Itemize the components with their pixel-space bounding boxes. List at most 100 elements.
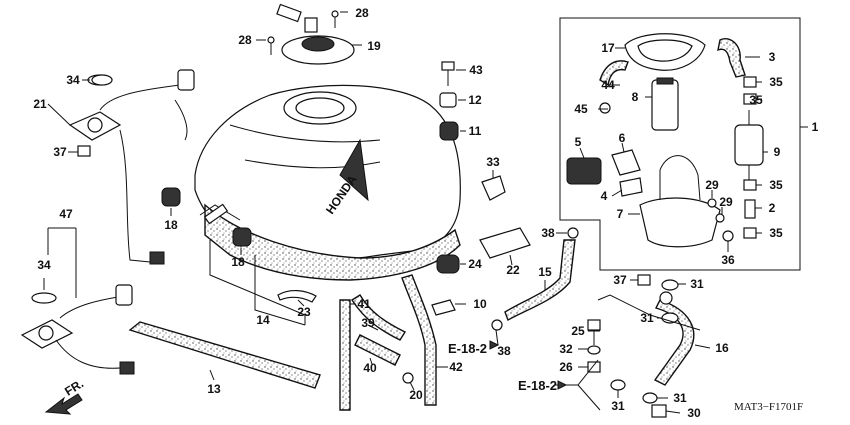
callout-45: 45	[574, 102, 588, 116]
callout-25: 25	[571, 324, 585, 338]
callout-18b: 18	[231, 255, 245, 269]
callout-31a: 31	[690, 277, 704, 291]
diagram-code: MAT3−F1701F	[734, 401, 803, 413]
callout-41: 41	[357, 297, 371, 311]
callout-30: 30	[687, 406, 701, 420]
callout-9: 9	[774, 145, 781, 159]
clip-38b	[491, 319, 503, 331]
callout-10: 10	[473, 297, 487, 311]
callout-29a: 29	[705, 178, 719, 192]
callout-13: 13	[207, 382, 221, 396]
callout-35b: 35	[749, 93, 763, 107]
callout-24: 24	[468, 257, 482, 271]
callout-42: 42	[449, 360, 463, 374]
callout-34a: 34	[66, 73, 80, 87]
callout-4: 4	[601, 189, 608, 203]
washer-31c	[610, 379, 626, 391]
callout-23: 23	[297, 305, 311, 319]
direction-label: FR.	[62, 376, 86, 398]
gasket-34a	[91, 74, 113, 86]
callout-3: 3	[769, 50, 776, 64]
fuel-hose-16	[653, 291, 695, 386]
fuel-sender-47	[20, 284, 135, 375]
callout-40: 40	[363, 361, 377, 375]
callout-43: 43	[469, 63, 483, 77]
washer-31a	[661, 279, 679, 291]
nut-37a	[77, 145, 91, 157]
callout-5: 5	[575, 135, 582, 149]
callout-35a: 35	[769, 75, 783, 89]
reference-labels: E-18-2 E-18-2 MAT3−F1701F	[448, 340, 803, 413]
fuel-tank: HONDA	[194, 84, 461, 281]
tube-41	[339, 299, 351, 411]
callout-31b: 31	[640, 311, 654, 325]
callout-47: 47	[59, 207, 73, 221]
bolt-25	[587, 319, 601, 345]
tube-40	[354, 334, 401, 366]
clip-38a	[567, 227, 579, 239]
grommet-18a	[161, 187, 181, 207]
nut-37b	[637, 274, 651, 286]
callout-32: 32	[559, 342, 573, 356]
reference-e-18-2-lower: E-18-2	[518, 378, 557, 393]
callout-39: 39	[361, 316, 375, 330]
callout-2: 2	[769, 201, 776, 215]
callout-29b: 29	[719, 195, 733, 209]
callout-15: 15	[538, 265, 552, 279]
callout-8: 8	[632, 90, 639, 104]
collar-12	[439, 92, 457, 108]
callout-36: 36	[721, 253, 735, 267]
callout-21: 21	[33, 97, 47, 111]
fuel-cap	[267, 3, 355, 65]
grommet-18b	[232, 227, 252, 247]
grommet-11	[439, 121, 459, 141]
clip-33	[481, 175, 506, 201]
washer-31d	[642, 392, 658, 404]
washer-32	[587, 345, 601, 355]
tube-15	[504, 239, 576, 322]
callout-16: 16	[715, 341, 729, 355]
tube-39	[351, 294, 407, 341]
seal-23	[277, 290, 317, 303]
callout-31c: 31	[611, 399, 625, 413]
callout-26: 26	[559, 360, 573, 374]
callout-6: 6	[619, 131, 626, 145]
callout-31d: 31	[673, 391, 687, 405]
callout-33: 33	[486, 155, 500, 169]
reference-e-18-2-upper: E-18-2	[448, 341, 487, 356]
callout-44: 44	[601, 78, 615, 92]
callout-35c: 35	[769, 178, 783, 192]
reference-arrow-upper	[489, 340, 500, 350]
cushion-24	[436, 254, 460, 274]
callout-1: 1	[812, 120, 819, 134]
callout-37b: 37	[613, 273, 627, 287]
callout-11: 11	[469, 124, 482, 138]
callout-18a: 18	[164, 218, 178, 232]
callout-38b: 38	[497, 344, 511, 358]
sheet-22	[479, 227, 531, 259]
callout-38a: 38	[541, 226, 555, 240]
seal-strip-13	[128, 321, 321, 389]
callout-34b: 34	[37, 258, 51, 272]
callout-19: 19	[367, 39, 381, 53]
callout-12: 12	[468, 93, 482, 107]
callout-14: 14	[256, 313, 270, 327]
nut-30	[651, 404, 667, 418]
fuel-sender-21	[68, 69, 195, 265]
callout-28b: 28	[238, 33, 252, 47]
callout-35d: 35	[769, 226, 783, 240]
front-direction-arrow: FR.	[44, 376, 86, 415]
callout-20: 20	[409, 388, 423, 402]
tube-42	[401, 274, 437, 406]
callout-37a: 37	[53, 145, 67, 159]
callout-17: 17	[601, 41, 615, 55]
callout-labels: 28 28 19 34 21 37 43 12 11 33 18 18 47 3…	[33, 6, 818, 420]
callout-28a: 28	[355, 6, 369, 20]
callout-7: 7	[617, 207, 624, 221]
bolt-43	[441, 61, 455, 86]
clip-20	[402, 372, 414, 384]
leader-lines	[43, 11, 808, 414]
callout-22: 22	[506, 263, 520, 277]
clamp-10	[431, 299, 456, 316]
